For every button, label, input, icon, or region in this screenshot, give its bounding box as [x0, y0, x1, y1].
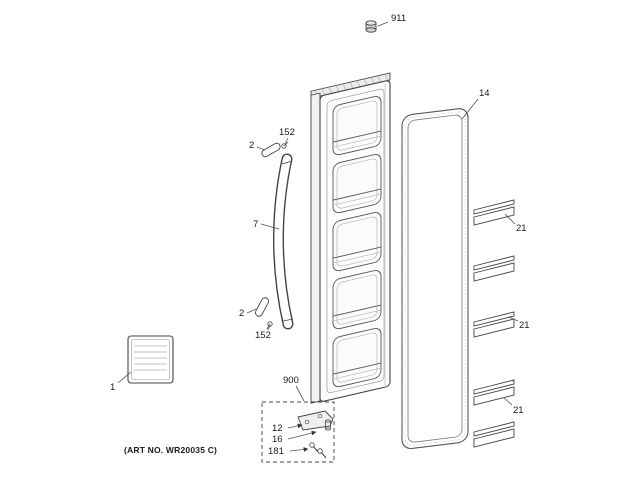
label-access-panel: 1	[110, 382, 115, 393]
label-hinge-kit: 900	[283, 375, 299, 386]
label-gasket: 14	[479, 88, 490, 99]
label-handle: 7	[253, 219, 258, 230]
door-bin	[473, 379, 515, 406]
label-screw-top: 152	[279, 127, 295, 138]
label-bin-middle: 21	[519, 320, 530, 331]
door-pocket	[332, 270, 382, 330]
door-handle	[272, 153, 294, 330]
label-bin-bottom: 21	[513, 405, 524, 416]
door-bin	[473, 311, 515, 338]
label-hinge-pin: 16	[272, 434, 283, 445]
hinge-kit-dashed-box	[261, 401, 335, 463]
hinge-pin	[325, 419, 331, 431]
door-pocket	[332, 212, 382, 272]
handle-screw-bottom	[266, 321, 273, 330]
door-bin	[473, 421, 515, 448]
handle-endcap-top	[261, 142, 281, 158]
door-gasket	[401, 108, 469, 450]
door-inner-liner	[326, 88, 385, 394]
door-pocket	[332, 328, 382, 388]
door-bin	[473, 199, 515, 226]
door-bin	[473, 255, 515, 282]
door-bins	[473, 199, 515, 448]
hinge-screws	[309, 442, 327, 459]
label-plug: 911	[391, 13, 406, 24]
label-bin-top: 21	[516, 223, 527, 234]
handle-screw-top	[281, 141, 289, 149]
handle-endcap-bottom	[254, 297, 270, 317]
door-side-edge	[310, 92, 321, 404]
art-number-note: (ART NO. WR20035 C)	[124, 445, 217, 455]
access-panel	[127, 335, 174, 384]
label-hinge-screw: 181	[268, 446, 284, 457]
label-endcap-top: 2	[249, 140, 254, 151]
label-screw-bottom: 152	[255, 330, 271, 341]
plug-part	[365, 20, 377, 33]
leader-lines	[117, 21, 519, 452]
label-hinge-bracket: 12	[272, 423, 283, 434]
label-endcap-bottom: 2	[239, 308, 244, 319]
door-pocket	[332, 154, 382, 214]
hinge-kit	[261, 401, 335, 463]
freezer-door	[310, 72, 391, 404]
door-pocket	[332, 96, 382, 156]
door-top-hatching	[314, 73, 389, 97]
